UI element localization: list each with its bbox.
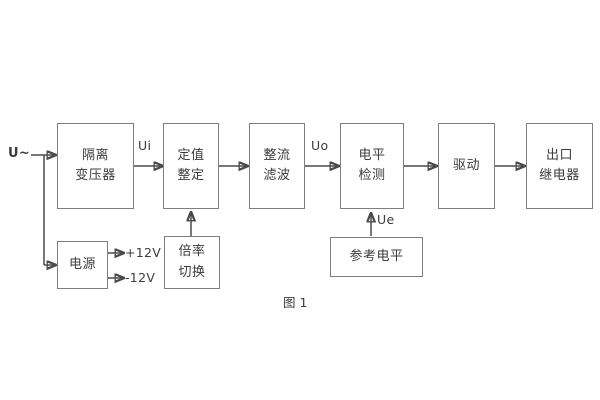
- block-power-supply[interactable]: 电源: [57, 241, 108, 289]
- block-line: 滤波: [263, 168, 291, 183]
- signal-label-ue: Ue: [377, 212, 395, 227]
- block-line: 整定: [177, 168, 205, 183]
- block-line: 参考电平: [349, 248, 404, 264]
- block-line: 变压器: [75, 168, 116, 183]
- signal-label-uo: Uo: [311, 138, 329, 153]
- block-multiplier-switch[interactable]: 倍率 切换: [164, 236, 220, 289]
- block-setting-value[interactable]: 定值 整定: [163, 123, 219, 209]
- block-line: 倍率: [178, 244, 206, 260]
- block-line: 隔离: [81, 147, 109, 163]
- block-line: 切换: [178, 264, 206, 280]
- block-line: 继电器: [539, 168, 580, 183]
- block-isolation-transformer[interactable]: 隔离 变压器: [57, 123, 134, 209]
- block-line: 出口: [545, 147, 573, 163]
- block-line: 整流: [263, 147, 291, 163]
- block-line: 定值: [177, 147, 205, 163]
- block-level-detection[interactable]: 电平 检测: [340, 123, 404, 209]
- input-label-u-ac: U~: [8, 146, 31, 161]
- block-reference-level[interactable]: 参考电平: [330, 237, 423, 277]
- rail-label-negative-12v: -12V: [125, 270, 156, 285]
- block-line: 电源: [68, 256, 96, 272]
- block-rectifier-filter[interactable]: 整流 滤波: [249, 123, 305, 209]
- block-output-relay[interactable]: 出口 继电器: [526, 123, 593, 209]
- block-driver[interactable]: 驱动: [438, 123, 495, 209]
- block-line: 驱动: [452, 157, 480, 173]
- block-line: 检测: [358, 168, 386, 183]
- block-line: 电平: [358, 147, 386, 163]
- signal-label-ui: Ui: [138, 138, 152, 153]
- figure-caption: 图 1: [283, 295, 308, 310]
- rail-label-positive-12v: +12V: [125, 245, 162, 260]
